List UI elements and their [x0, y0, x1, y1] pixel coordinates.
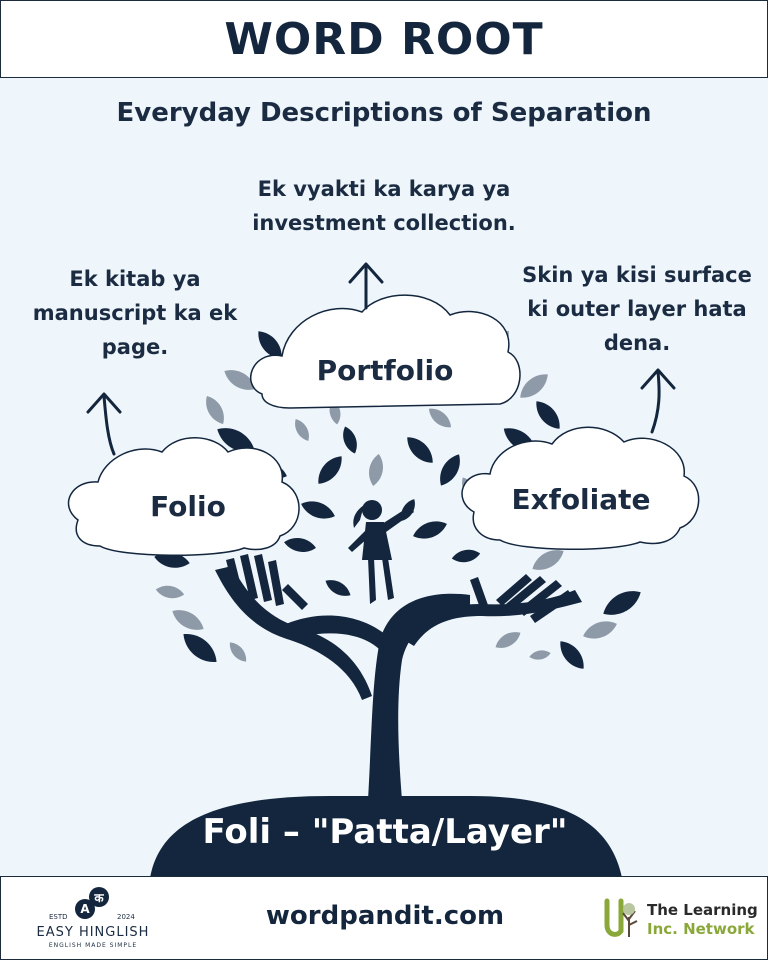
easy-hinglish-logo: ESTD A क 2024 EASY HINGLISH ENGLISH MADE… — [27, 885, 159, 951]
cloud-exfoliate — [461, 426, 700, 551]
learning-inc-line1: The Learning — [647, 901, 758, 919]
root-label: Foli – "Patta/Layer" — [202, 812, 568, 852]
logo-k-badge-icon: क — [89, 887, 109, 907]
subtitle: Everyday Descriptions of Separation — [116, 98, 652, 128]
left-hand-icon — [215, 554, 372, 700]
right-hand-icon — [404, 574, 582, 646]
tree-logo-icon — [604, 898, 638, 937]
child-figure-icon — [348, 500, 414, 604]
arrow-portfolio-icon — [348, 262, 384, 310]
arrow-folio-icon — [86, 392, 122, 456]
header-bar: WORD ROOT — [0, 0, 768, 78]
arrow-exfoliate-icon — [640, 368, 676, 434]
word-portfolio: Portfolio — [316, 354, 454, 387]
logo-year-text: 2024 — [117, 913, 135, 921]
folio-description: Ek kitab ya manuscript ka ek page. — [32, 267, 238, 359]
word-folio: Folio — [150, 490, 226, 523]
cloud-folio — [67, 437, 300, 557]
logo-a-badge-icon: A — [75, 899, 95, 919]
page-title: WORD ROOT — [224, 13, 544, 65]
exfoliate-description: Skin ya kisi surface ki outer layer hata… — [522, 263, 752, 355]
word-exfoliate: Exfoliate — [511, 483, 651, 516]
footer-bar: ESTD A क 2024 EASY HINGLISH ENGLISH MADE… — [0, 876, 768, 960]
learning-inc-line2: Inc. Network — [647, 920, 755, 938]
root-mound — [150, 796, 622, 878]
logo-estd-text: ESTD — [49, 913, 68, 921]
logo-tagline: ENGLISH MADE SIMPLE — [48, 942, 138, 949]
portfolio-description: Ek vyakti ka karya ya investment collect… — [252, 177, 516, 235]
tree-trunk — [368, 593, 470, 800]
logo-brand-name: EASY HINGLISH — [36, 925, 150, 940]
website-link[interactable]: wordpandit.com — [265, 901, 505, 931]
cloud-portfolio — [250, 294, 521, 409]
learning-inc-logo: The Learning Inc. Network — [601, 895, 761, 943]
